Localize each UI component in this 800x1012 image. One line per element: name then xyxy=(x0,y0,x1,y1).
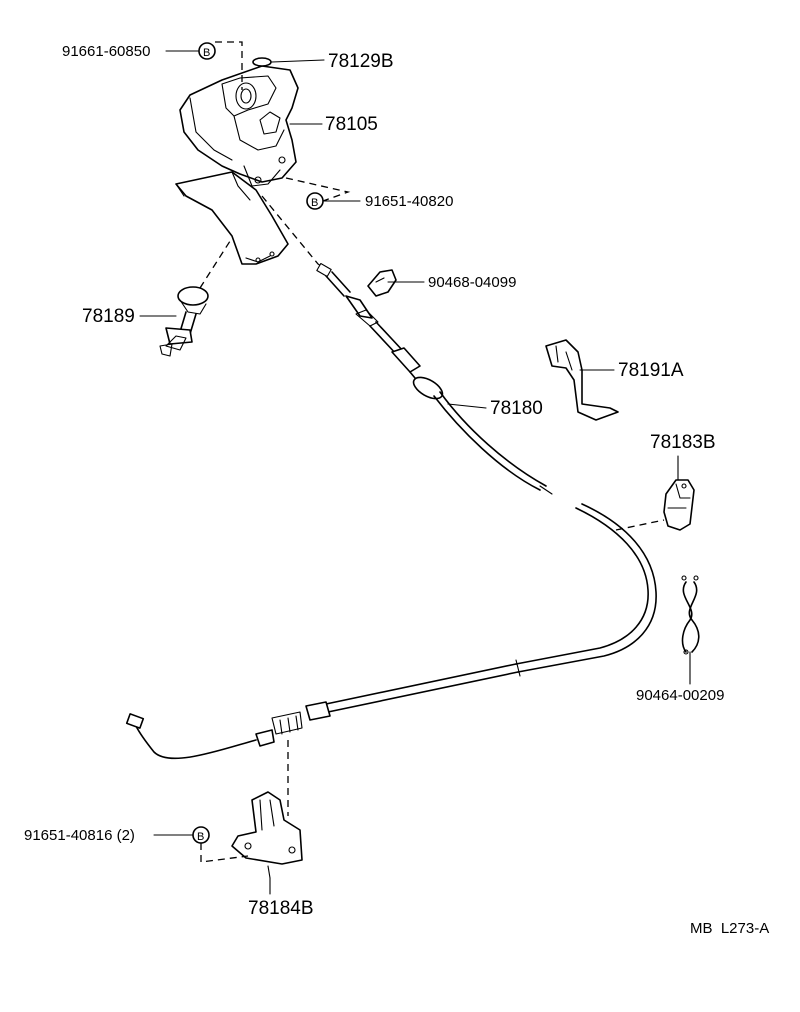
bolt-marker-1: B xyxy=(198,42,216,60)
label-91651-40816: 91651-40816 (2) xyxy=(24,827,135,844)
bolt-marker-3: B xyxy=(192,826,210,844)
cable-lower xyxy=(125,503,657,760)
clamp-78183B xyxy=(663,479,695,531)
label-78105: 78105 xyxy=(325,114,378,135)
label-90468-04099: 90468-04099 xyxy=(428,274,516,291)
bolt-marker-2: B xyxy=(306,192,324,210)
svg-text:B: B xyxy=(197,831,204,843)
cap-78129B xyxy=(252,57,272,67)
label-78191A: 78191A xyxy=(618,360,684,381)
label-78184B: 78184B xyxy=(248,898,314,919)
bracket-78191A xyxy=(545,339,619,421)
dash-clip-to-cable xyxy=(615,519,665,531)
footer-diagram-code: MB L273-A xyxy=(690,920,769,937)
dash-pedal-to-cable xyxy=(261,195,319,265)
cable-78180 xyxy=(316,262,553,495)
svg-text:B: B xyxy=(203,47,210,59)
clip-90468-04099 xyxy=(367,269,397,297)
stopper-bolt-78189 xyxy=(159,286,209,357)
svg-text:B: B xyxy=(311,197,318,209)
clip-90464-00209 xyxy=(681,575,700,655)
label-91661-60850: 91661-60850 xyxy=(62,43,150,60)
leader-78189-dash xyxy=(199,237,233,289)
label-78129B: 78129B xyxy=(328,51,394,72)
label-78180: 78180 xyxy=(490,398,543,419)
label-78189: 78189 xyxy=(82,306,135,327)
label-78183B: 78183B xyxy=(650,432,716,453)
label-90464-00209: 90464-00209 xyxy=(636,687,724,704)
pedal-bracket-78105 xyxy=(179,65,299,187)
pedal-pad xyxy=(175,171,289,265)
leader-lines xyxy=(139,41,691,895)
bracket-78184B xyxy=(231,791,303,879)
label-91651-40820: 91651-40820 xyxy=(365,193,453,210)
